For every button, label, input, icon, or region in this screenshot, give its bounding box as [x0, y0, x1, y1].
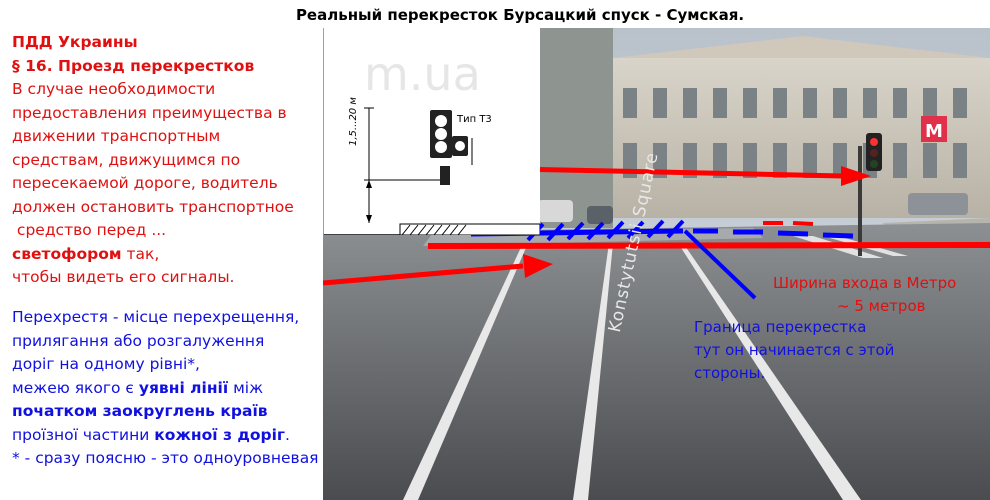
definition-text: . [285, 425, 290, 444]
pdd-line: чтобы видеть его сигналы. [12, 268, 235, 286]
traffic-light-diagram: m.ua Тип Т3 1,5...20 м [324, 28, 541, 236]
svg-text:M: M [925, 121, 943, 142]
pdd-line: пересекаемой дороге, водитель [12, 174, 278, 192]
pdd-line: В случае необходимости [12, 80, 216, 98]
definition-bold: кожної з доріг [154, 425, 286, 444]
definition-line: проїзної частини кожної з доріг. [12, 424, 432, 448]
definition-bold: початком заокруглень країв [12, 402, 268, 420]
pdd-line-bold: светофором так, [12, 243, 332, 267]
pdd-after-bold: так, [121, 244, 160, 263]
pdd-line: средствам, движущимся по [12, 150, 241, 169]
metro-width-annotation: Ширина входа в Метро ~ 5 метров [773, 272, 956, 318]
definition-line: межею якого є уявні лінії між [12, 377, 432, 401]
pdd-rule-block: ПДД Украины § 16. Проезд перекрестков В … [12, 31, 332, 290]
definition-bold: уявні лінії [138, 378, 229, 397]
definition-block: Перехрестя - місце перехрещення, приляга… [12, 306, 432, 471]
boundary-annotation: Граница перекрестка тут он начинается с … [694, 316, 894, 385]
boundary-line: тут он начинается с этой [694, 341, 895, 359]
definition-text: проїзної частини [12, 425, 155, 444]
definition-line: Перехрестя - місце перехрещення, [12, 308, 300, 326]
definition-line: початком заокруглень країв [12, 400, 432, 424]
traffic-light-word: светофором [12, 244, 122, 263]
definition-line: прилягання або розгалуження [12, 331, 265, 350]
signal-type-label: Тип Т3 [457, 114, 492, 125]
definition-line: доріг на одному рівні*, [12, 355, 200, 373]
definition-text: межею якого є [12, 378, 139, 397]
metro-width-line: ~ 5 метров [837, 297, 926, 315]
definition-text: між [228, 378, 264, 397]
pdd-line: средство перед ... [12, 221, 167, 239]
pdd-line: должен остановить транспортное [12, 197, 294, 216]
pdd-line: движении транспортным [12, 127, 221, 145]
pdd-heading: ПДД Украины [12, 33, 138, 51]
page-title: Реальный перекресток Бурсацкий спуск - С… [295, 6, 745, 24]
svg-text:m.ua: m.ua [364, 47, 481, 101]
boundary-line: стороны. [694, 364, 766, 382]
height-dimension-label: 1,5...20 м [348, 97, 359, 146]
metro-width-line: Ширина входа в Метро [773, 274, 957, 292]
pdd-line: предоставления преимущества в [12, 103, 287, 122]
pdd-section-heading: § 16. Проезд перекрестков [12, 56, 255, 75]
footnote: * - сразу поясню - это одноуровневая дор… [12, 449, 386, 467]
boundary-line: Граница перекрестка [694, 318, 867, 336]
